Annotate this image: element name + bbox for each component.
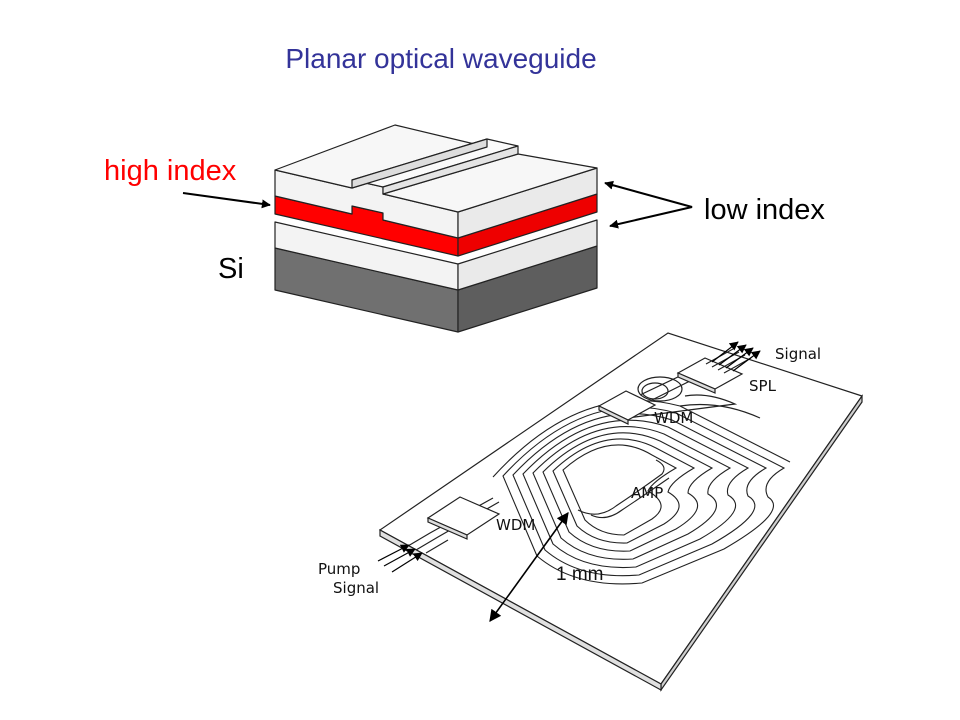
amplifier-chip: [378, 332, 863, 692]
pump-label: Pump: [318, 560, 360, 578]
lower-cladding-right: [457, 219, 598, 291]
ring-resonator-2: [637, 376, 683, 402]
spiral-waveguide: [492, 399, 791, 585]
ridge-step-left: [351, 138, 488, 189]
output-signal-arrows: [711, 341, 761, 372]
scale-label: 1 mm: [556, 564, 604, 585]
waveguide-block: [274, 124, 598, 333]
route-waveguide: [626, 394, 761, 419]
scale-arrow: [489, 512, 569, 622]
wdm-bottom-label: WDM: [496, 516, 535, 534]
signal-out-label: Signal: [775, 345, 821, 363]
high-index-label: high index: [104, 155, 237, 187]
low-index-arrows: [604, 180, 693, 229]
low-index-label: low index: [704, 194, 825, 226]
wdm-bottom-pad-edge: [427, 517, 468, 540]
wdm-top-label: WDM: [654, 409, 693, 427]
ring-link: [639, 375, 691, 403]
spl-pad-edge: [677, 372, 716, 394]
high-index-arrow: [182, 192, 271, 209]
signal-in-label: Signal: [333, 579, 379, 597]
spl-label: SPL: [749, 377, 777, 395]
si-label: Si: [218, 253, 244, 285]
ridge-step-right: [382, 145, 519, 195]
wdm-top-pad-edge: [598, 405, 629, 425]
input-waveguide-3: [425, 539, 449, 554]
amp-label: AMP: [631, 484, 663, 502]
page-title: Planar optical waveguide: [285, 43, 596, 74]
input-arrows: [377, 544, 423, 573]
